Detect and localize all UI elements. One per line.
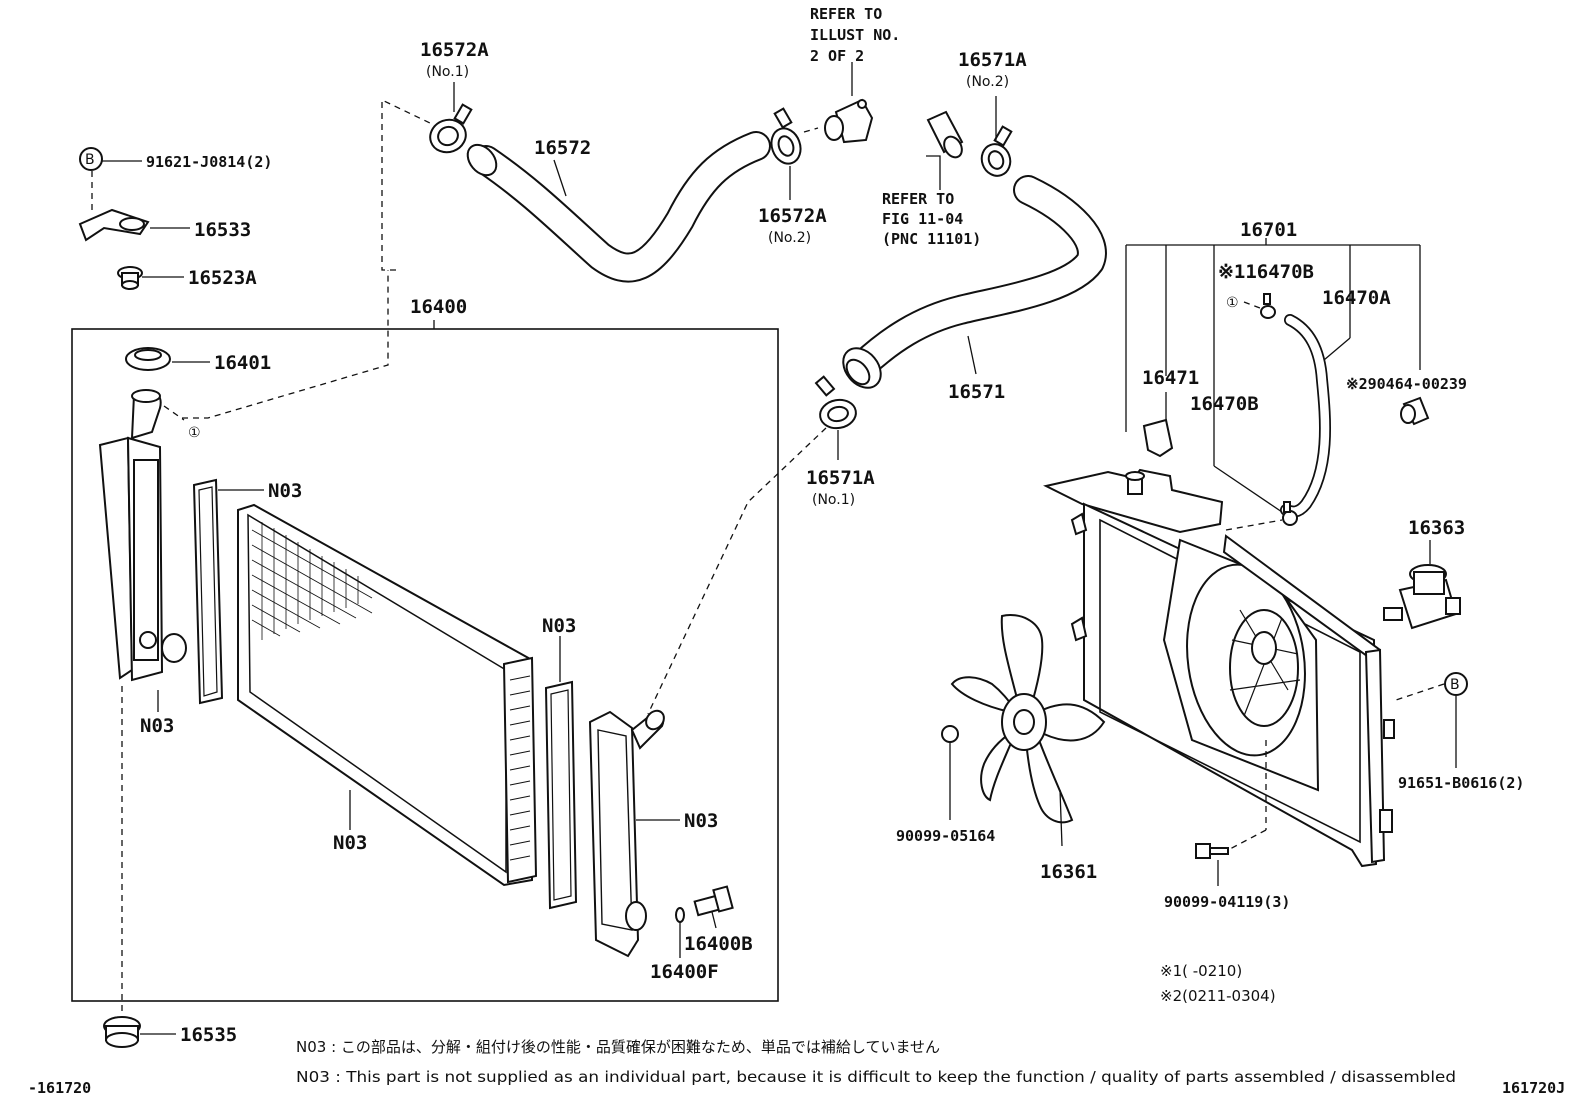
circle-1-left: ① — [188, 425, 201, 441]
left-gasket-part[interactable] — [192, 478, 264, 705]
ref-illust-line1[interactable]: REFER TO — [810, 5, 882, 23]
top-left-parts-group: B 91621-J0814(2) 16533 16523A 16535 — [78, 147, 272, 1048]
hose-clamp-16571A-no1[interactable] — [647, 375, 858, 715]
ref-fig-line1[interactable]: REFER TO — [882, 190, 954, 208]
b-circle-icon-right — [1444, 672, 1468, 696]
label-91621[interactable]: 91621-J0814(2) — [146, 153, 272, 171]
label-16470A[interactable]: 16470A — [1322, 287, 1391, 309]
note-japanese: N03 : この部品は、分解・組付け後の性能・品質確保が困難なため、単品では補給… — [296, 1038, 940, 1056]
b-circle-left-text: B — [85, 152, 95, 168]
label-16701[interactable]: 16701 — [1240, 219, 1297, 241]
label-16523A[interactable]: 16523A — [188, 267, 257, 289]
label-16400F[interactable]: 16400F — [650, 961, 719, 983]
footer-right-code: 161720J — [1502, 1079, 1565, 1097]
label-16470B-mid[interactable]: 16470B — [1190, 393, 1259, 415]
label-16471[interactable]: 16471 — [1142, 367, 1199, 389]
fan-shroud-group: 16701 ※116470B ① 16470A ※290464-00239 16… — [896, 219, 1524, 911]
label-16363[interactable]: 16363 — [1408, 517, 1465, 539]
ref-fig-line2[interactable]: FIG 11-04 — [882, 210, 963, 228]
o-ring-part[interactable] — [675, 907, 685, 958]
circle-1-right: ① — [1226, 295, 1239, 311]
drain-cock-part[interactable] — [693, 885, 734, 929]
fan-motor-16363[interactable] — [1383, 564, 1461, 630]
label-16572A-no2-sub: (No.2) — [768, 230, 811, 246]
label-16571A-no2-sub: (No.2) — [966, 74, 1009, 90]
water-outlet-part[interactable] — [824, 62, 874, 144]
b-circle-right-text: B — [1450, 677, 1460, 693]
label-16400[interactable]: 16400 — [410, 296, 467, 318]
fan-shroud-part[interactable] — [1043, 468, 1395, 868]
radiator-assembly-group: 16400 16401 ① N03 N03 — [71, 296, 779, 1002]
nut-90099-05164[interactable] — [941, 725, 959, 820]
ref-fig-line3[interactable]: (PNC 11101) — [882, 230, 981, 248]
bracket-16533-part[interactable] — [78, 208, 190, 242]
label-n03-right-tank[interactable]: N03 — [684, 810, 718, 832]
label-n03-right-gasket[interactable]: N03 — [542, 615, 576, 637]
footer-left-code: -161720 — [28, 1079, 91, 1097]
hose-16571-part[interactable] — [836, 175, 1107, 395]
label-16571A-no1[interactable]: 16571A — [806, 467, 875, 489]
label-16571[interactable]: 16571 — [948, 381, 1005, 403]
bracket-16471[interactable] — [1142, 392, 1174, 458]
legend-range-2: ※2(0211-0304) — [1160, 987, 1276, 1005]
label-16572A-no2[interactable]: 16572A — [758, 205, 827, 227]
label-16571A-no1-sub: (No.1) — [812, 492, 855, 508]
label-16470B-top[interactable]: ※116470B — [1218, 261, 1314, 283]
cushion-16523A-part[interactable] — [117, 266, 184, 290]
label-90099-04119[interactable]: 90099-04119(3) — [1164, 893, 1290, 911]
legend-group: ※1( -0210) ※2(0211-0304) — [1160, 962, 1276, 1005]
hose-clamp-16572A-no1[interactable] — [426, 82, 473, 157]
label-16571A-no2[interactable]: 16571A — [958, 49, 1027, 71]
cushion-16535-part[interactable] — [103, 686, 176, 1048]
clamp-290464[interactable] — [1400, 396, 1430, 426]
hose-16572-part[interactable] — [462, 131, 771, 283]
upper-hose-group: 16572A (No.1) 16572 16572A (No.2) REFER … — [182, 5, 900, 419]
engine-pipe-part[interactable] — [926, 110, 965, 190]
right-tank-part[interactable] — [588, 707, 680, 958]
label-n03-left-tank[interactable]: N03 — [140, 715, 174, 737]
hose-clamp-16571A-no2[interactable] — [977, 96, 1014, 180]
note-english: N03 : This part is not supplied as an in… — [296, 1068, 1456, 1086]
radiator-cap-part[interactable] — [125, 347, 210, 371]
ref-illust-line2[interactable]: ILLUST NO. — [810, 26, 900, 44]
left-tank-part[interactable] — [98, 389, 187, 682]
legend-range-1: ※1( -0210) — [1160, 962, 1242, 980]
label-16572[interactable]: 16572 — [534, 137, 591, 159]
radiator-core-part[interactable] — [237, 503, 538, 887]
clip-16470B-mid[interactable] — [1282, 501, 1298, 526]
lower-hose-group: REFER TO FIG 11-04 (PNC 11101) 16571A (N… — [647, 49, 1107, 715]
label-91651[interactable]: 91651-B0616(2) — [1398, 774, 1524, 792]
assembly-frame — [71, 328, 779, 1002]
bolt-90099-04119[interactable] — [1195, 740, 1267, 886]
label-n03-left-gasket[interactable]: N03 — [268, 480, 302, 502]
label-16361[interactable]: 16361 — [1040, 861, 1097, 883]
clip-16470B-top[interactable] — [1260, 293, 1276, 319]
ref-illust-line3[interactable]: 2 OF 2 — [810, 47, 864, 65]
label-290464[interactable]: ※290464-00239 — [1346, 375, 1467, 393]
fan-blade-16361[interactable] — [950, 614, 1106, 847]
label-16535[interactable]: 16535 — [180, 1024, 237, 1046]
label-90099-05164[interactable]: 90099-05164 — [896, 827, 995, 845]
label-16572A-no1[interactable]: 16572A — [420, 39, 489, 61]
label-16533[interactable]: 16533 — [194, 219, 251, 241]
hose-clamp-16572A-no2[interactable] — [767, 107, 819, 200]
label-16401[interactable]: 16401 — [214, 352, 271, 374]
b-circle-icon-left — [79, 147, 103, 171]
label-16400B[interactable]: 16400B — [684, 933, 753, 955]
right-gasket-part[interactable] — [544, 636, 578, 910]
reservoir-hose-16470A[interactable] — [1280, 314, 1351, 518]
label-16572A-no1-sub: (No.1) — [426, 64, 469, 80]
label-n03-core[interactable]: N03 — [333, 832, 367, 854]
